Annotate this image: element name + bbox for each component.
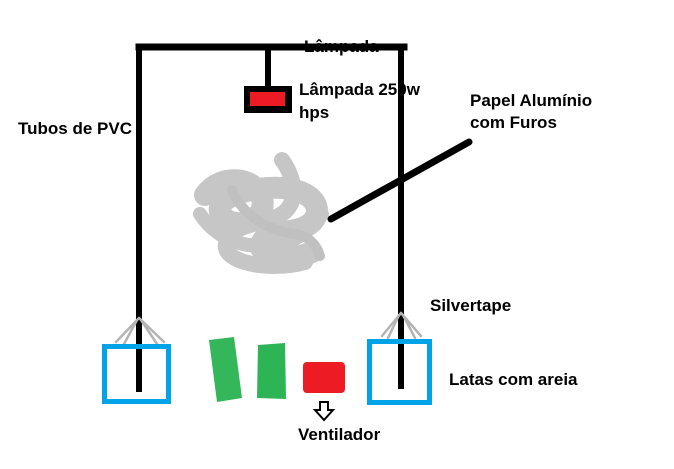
can-left <box>102 344 171 404</box>
pvc-tubes-label: Tubos de PVC <box>18 119 132 138</box>
cans-label: Latas com areia <box>449 370 578 389</box>
silvertape-label: Silvertape <box>430 296 512 315</box>
foil-label-line1: Papel Alumínio <box>470 91 593 110</box>
fan-label: Ventilador <box>298 425 381 444</box>
silvertape-left <box>114 316 166 346</box>
pvc-frame <box>135 43 408 392</box>
lamp-fixture <box>244 50 292 113</box>
fan-box <box>303 362 345 393</box>
foil-label-line2: com Furos <box>470 113 557 132</box>
lamp-bulb <box>250 92 285 106</box>
lamp-top-label: Lâmpada <box>304 37 379 56</box>
plant-right <box>257 343 286 399</box>
plant-left <box>209 337 242 402</box>
fan-airflow-arrow <box>312 401 336 422</box>
silvertape-right <box>380 311 423 340</box>
aluminium-foil <box>193 152 329 274</box>
lamp-label-line1: Lâmpada 250w <box>299 80 420 99</box>
foil-pointer-line <box>327 138 473 223</box>
can-right <box>367 339 432 405</box>
lamp-label-line2: hps <box>299 103 330 122</box>
